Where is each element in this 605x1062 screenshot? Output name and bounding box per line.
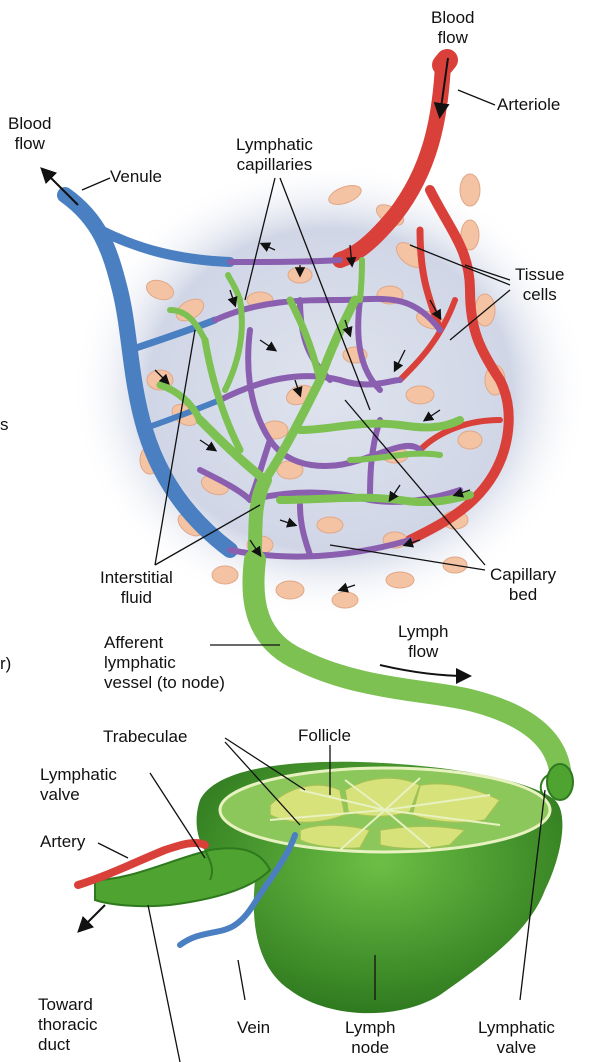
edge-fragment-1: s bbox=[0, 415, 9, 435]
label-interstitial-fluid: Interstitial fluid bbox=[100, 568, 173, 608]
label-tissue-cells: Tissue cells bbox=[515, 265, 564, 305]
label-afferent-vessel: Afferent lymphatic vessel (to node) bbox=[104, 633, 225, 693]
label-venule: Venule bbox=[110, 167, 162, 187]
label-blood-flow-left: Blood flow bbox=[8, 114, 51, 154]
edge-fragment-2: r) bbox=[0, 654, 11, 674]
label-toward-thoracic-duct: Toward thoracic duct bbox=[38, 995, 98, 1055]
label-lymph-node: Lymph node bbox=[345, 1018, 395, 1058]
label-vein: Vein bbox=[237, 1018, 270, 1038]
label-capillary-bed: Capillary bed bbox=[490, 565, 556, 605]
afferent-entry bbox=[547, 764, 573, 800]
label-lymph-flow: Lymph flow bbox=[398, 622, 448, 662]
label-trabeculae: Trabeculae bbox=[103, 727, 187, 747]
thoracic-duct-arrow bbox=[80, 905, 105, 930]
label-lymphatic-valve-right: Lymphatic valve bbox=[478, 1018, 555, 1058]
label-lymphatic-valve-left: Lymphatic valve bbox=[40, 765, 117, 805]
lymph-node bbox=[78, 762, 573, 1013]
label-lymphatic-capillaries: Lymphatic capillaries bbox=[236, 135, 313, 175]
efferent-vessel bbox=[95, 848, 270, 906]
interstitial-fluid-glow bbox=[70, 160, 590, 620]
label-artery: Artery bbox=[40, 832, 85, 852]
label-blood-flow-top: Blood flow bbox=[431, 8, 474, 48]
label-follicle: Follicle bbox=[298, 726, 351, 746]
label-arteriole: Arteriole bbox=[497, 95, 560, 115]
lymph-flow-arrow bbox=[380, 665, 468, 676]
